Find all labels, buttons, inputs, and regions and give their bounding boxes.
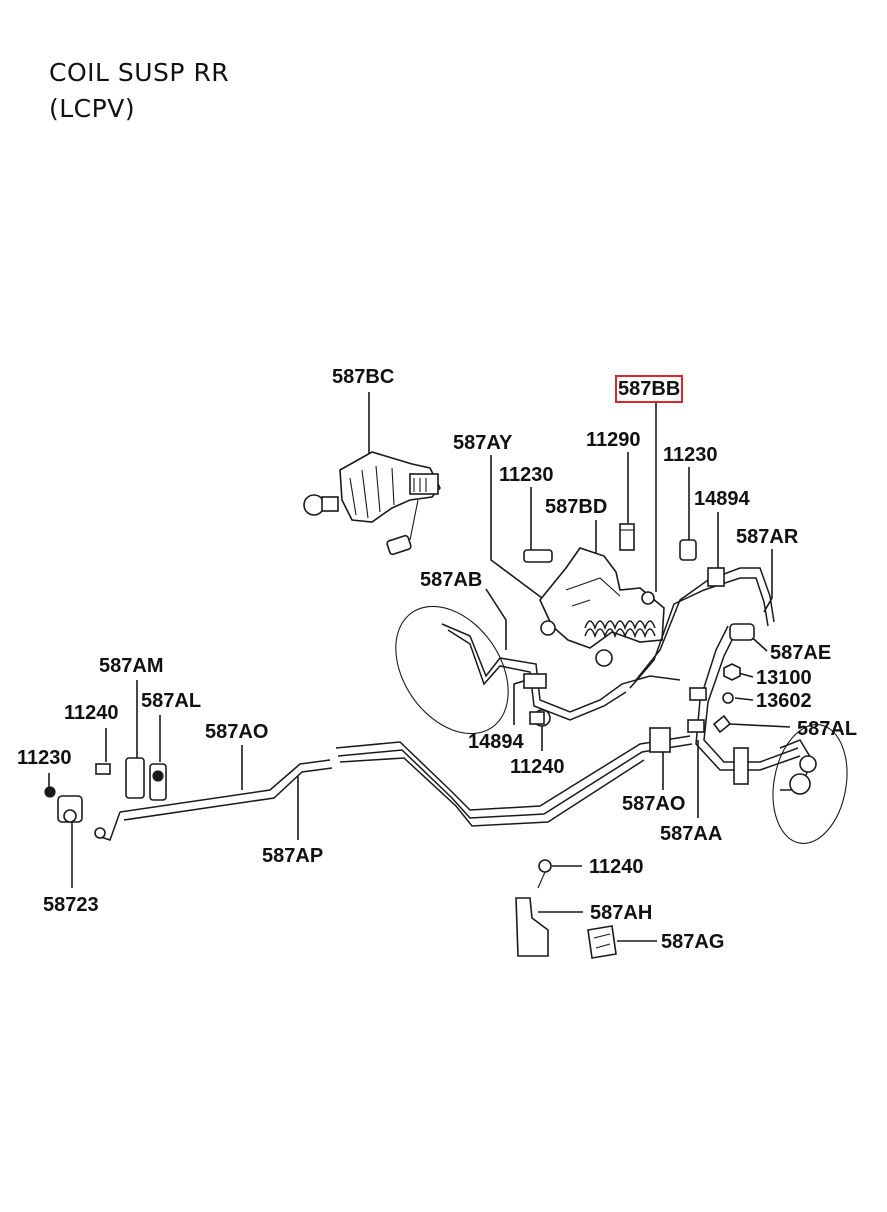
left-drum-outline	[395, 605, 509, 735]
leader-587AB	[485, 588, 507, 650]
callout-13602[interactable]: 13602	[756, 690, 812, 712]
callout-587AO-left[interactable]: 587AO	[205, 721, 269, 743]
brake-lines[interactable]	[94, 567, 817, 841]
callout-58723[interactable]: 58723	[43, 894, 99, 916]
callout-587AR[interactable]: 587AR	[736, 526, 799, 548]
connector-587AM	[125, 757, 145, 799]
callout-11230-mid[interactable]: 11230	[499, 464, 554, 486]
callout-587AB[interactable]: 587AB	[420, 569, 483, 591]
diagram-title: COIL SUSP RR	[49, 58, 230, 87]
callout-587BD[interactable]: 587BD	[545, 496, 608, 518]
callout-587AH[interactable]: 587AH	[590, 902, 653, 924]
valve-cover-587BC[interactable]	[303, 451, 441, 556]
leader-587AY	[490, 455, 551, 605]
callout-587AL-left[interactable]: 587AL	[141, 690, 202, 712]
leader-13602	[734, 697, 754, 701]
bracket-587AH	[515, 897, 549, 957]
leader-587AR	[763, 549, 773, 613]
bolt-11240-mid[interactable]	[529, 709, 551, 727]
washer-13602	[722, 692, 734, 704]
callout-11230-left[interactable]: 11230	[17, 747, 72, 769]
left-fittings[interactable]	[44, 757, 167, 823]
bolt-11230-right	[679, 539, 697, 561]
valve-assembly[interactable]	[523, 523, 697, 667]
callout-587AL-right[interactable]: 587AL	[797, 718, 858, 740]
spring-icon	[584, 620, 656, 639]
callout-587AG[interactable]: 587AG	[661, 931, 725, 953]
clip-587AG	[587, 925, 617, 959]
callout-11240-bottom[interactable]: 11240	[589, 856, 644, 878]
connector-587AL-left	[149, 763, 167, 801]
callout-13100[interactable]: 13100	[756, 667, 812, 689]
nut-13100	[723, 663, 741, 681]
callout-14894-mid[interactable]: 14894	[468, 731, 524, 753]
callout-587AO-right[interactable]: 587AO	[622, 793, 686, 815]
callout-11240-left[interactable]: 11240	[64, 702, 119, 724]
callout-11240-mid[interactable]: 11240	[510, 756, 565, 778]
diagram-subtitle: (LCPV)	[49, 94, 136, 123]
callout-587AM[interactable]: 587AM	[99, 655, 164, 677]
bolt-11230-mid	[523, 549, 553, 563]
callout-11230-right[interactable]: 11230	[663, 444, 718, 466]
callout-14894-top[interactable]: 14894	[694, 488, 750, 510]
callout-587AA[interactable]: 587AA	[660, 823, 723, 845]
right-drum-outline	[772, 724, 848, 844]
callout-587AY[interactable]: 587AY	[453, 432, 513, 454]
callout-587AE[interactable]: 587AE	[770, 642, 832, 664]
callout-587BB-selected[interactable]: 587BB	[614, 375, 684, 403]
callout-587BC[interactable]: 587BC	[332, 366, 395, 388]
leader-14894-mid	[513, 679, 528, 725]
bottom-parts[interactable]	[515, 859, 617, 959]
callout-587AP[interactable]: 587AP	[262, 845, 324, 867]
screw-11290	[619, 523, 635, 551]
leader-587AL-right	[729, 723, 791, 728]
callout-11290[interactable]: 11290	[586, 429, 641, 451]
